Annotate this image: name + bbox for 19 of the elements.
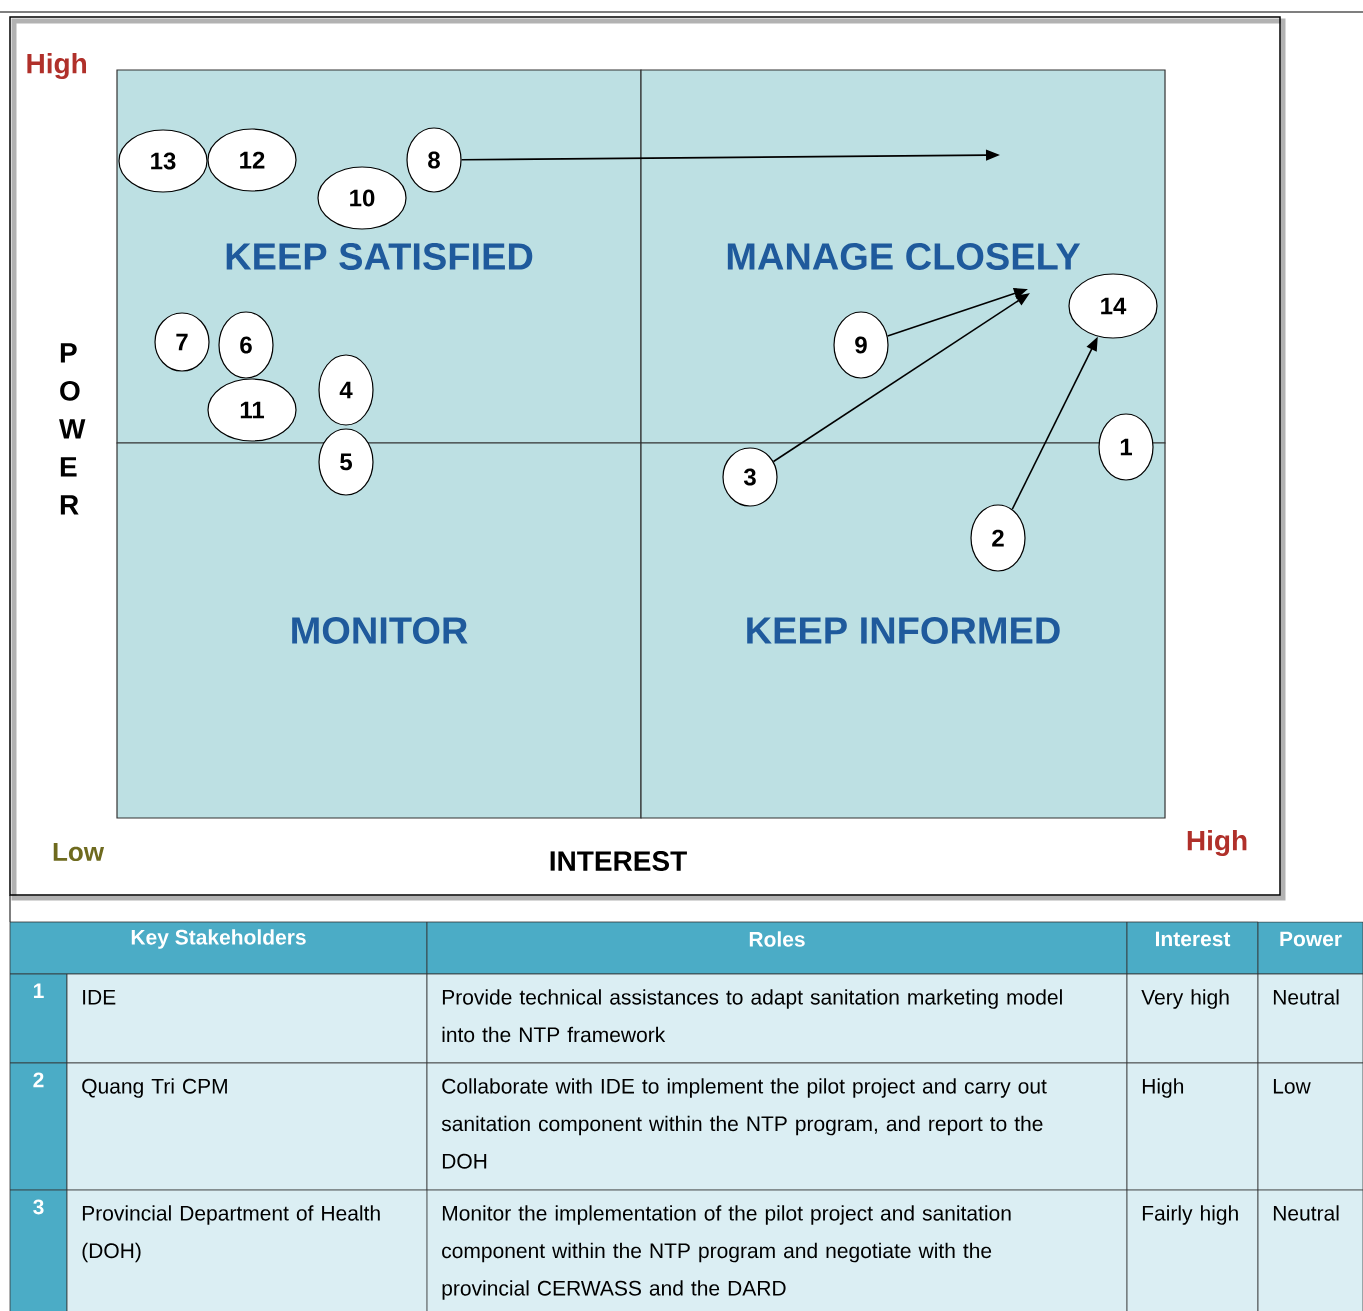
table-cell: IDE bbox=[66, 973, 428, 1064]
table-cell: Low bbox=[1257, 1062, 1363, 1191]
table-cell: Fairly high bbox=[1126, 1189, 1259, 1311]
table-cell: High bbox=[1126, 1062, 1259, 1191]
row-number-cell: 3 bbox=[9, 1189, 68, 1311]
row-number-cell: 2 bbox=[9, 1062, 68, 1191]
axis-label: POWER bbox=[59, 343, 86, 515]
table-cell: Quang Tri CPM bbox=[66, 1062, 428, 1191]
axis-label: Low bbox=[53, 842, 105, 862]
header-cell: Interest bbox=[1126, 921, 1259, 975]
axis-label: High bbox=[1187, 829, 1247, 857]
axis-label: High bbox=[27, 52, 86, 80]
header-cell: Power bbox=[1257, 921, 1363, 975]
table-cell: Neutral bbox=[1257, 1189, 1363, 1311]
axis-label: INTEREST bbox=[550, 851, 687, 871]
table-cell: Very high bbox=[1126, 973, 1259, 1064]
table-cell: Neutral bbox=[1257, 973, 1363, 1064]
row-number-cell: 1 bbox=[9, 973, 68, 1064]
table-cell: Provincial Department of Health (DOH) bbox=[66, 1189, 428, 1311]
